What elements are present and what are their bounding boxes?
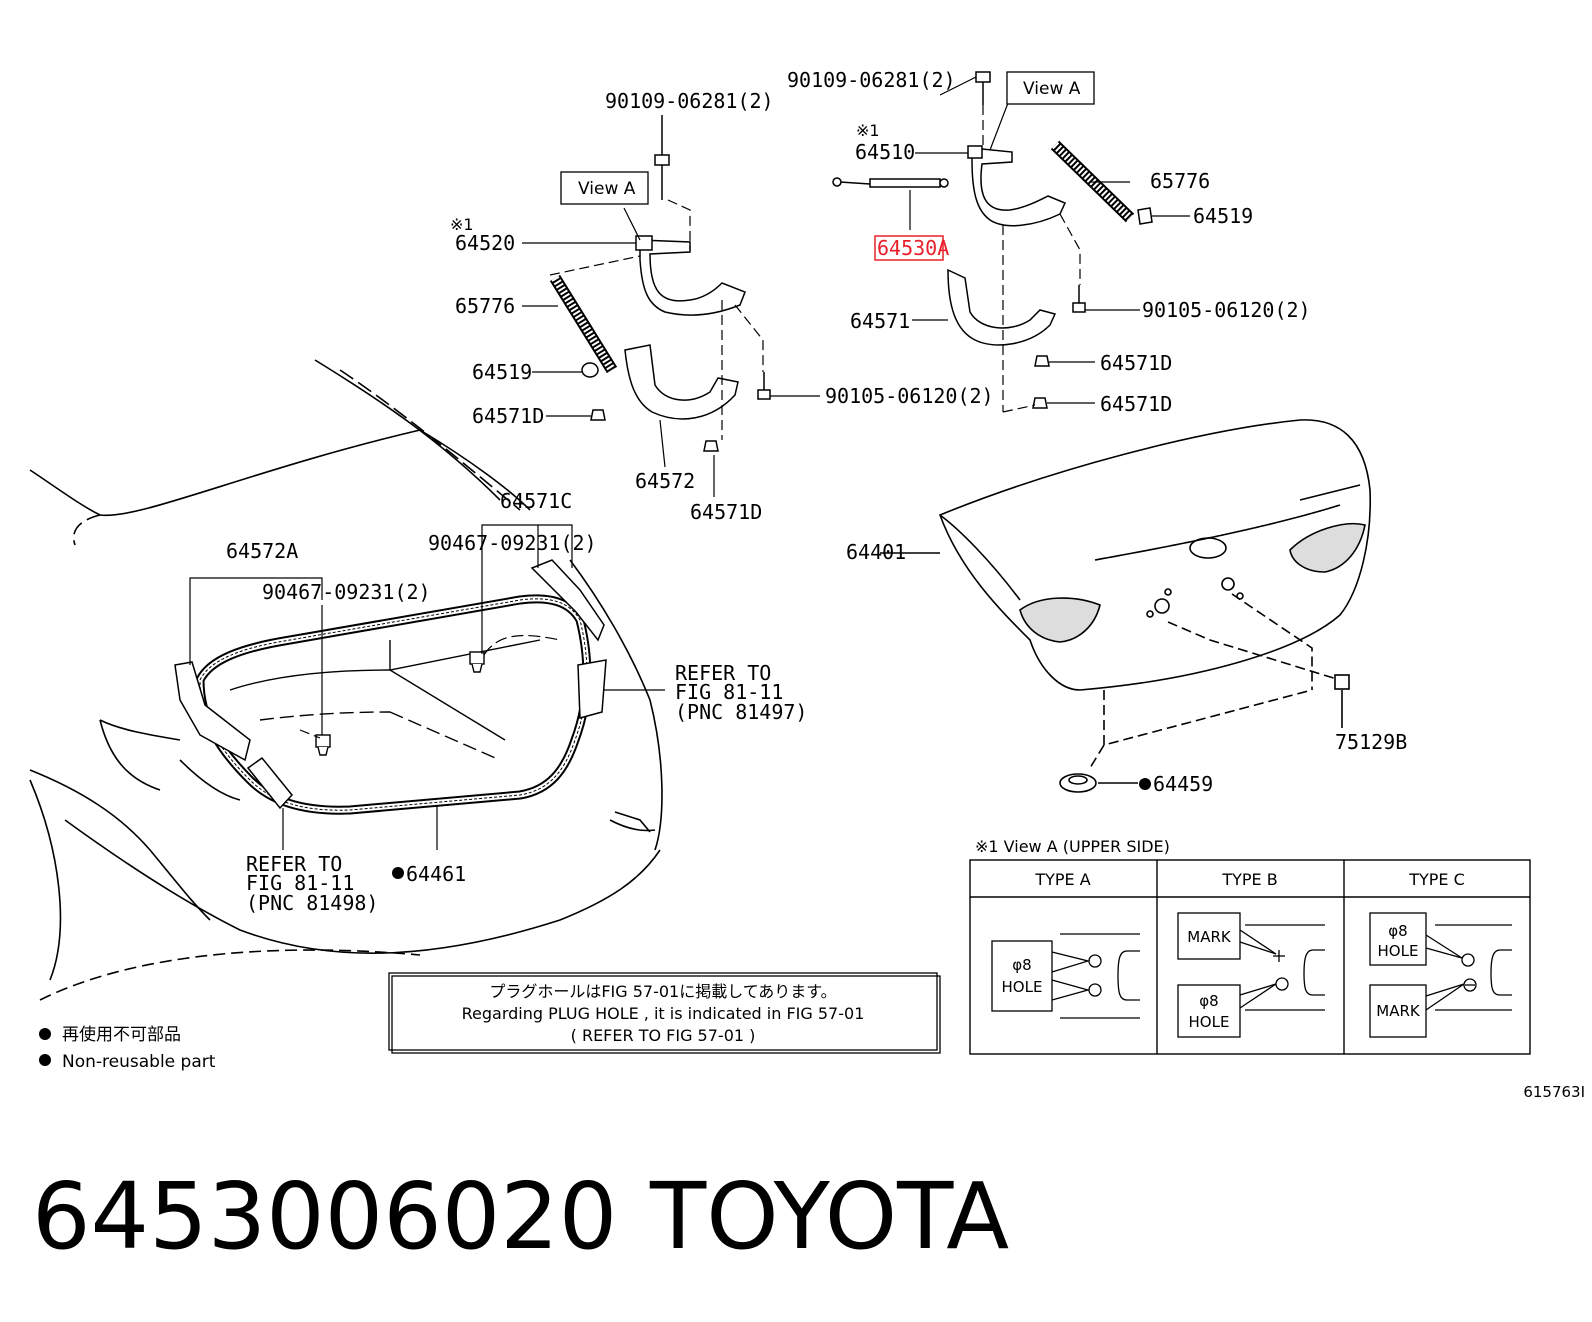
clip-90467-left <box>315 734 331 756</box>
label-64571c: 64571C <box>500 489 572 513</box>
label-64519-left: 64519 <box>472 360 532 384</box>
type-c-mark: MARK <box>1376 1002 1421 1020</box>
trim-64571c-right <box>530 559 607 719</box>
label-refer-right-3: (PNC 81497) <box>675 700 807 724</box>
label-64530a: 64530A <box>877 236 949 260</box>
label-90105-left: 90105-06120(2) <box>825 384 994 408</box>
label-64520: 64520 <box>455 231 515 255</box>
type-c-hole: HOLE <box>1378 942 1419 960</box>
label-64571: 64571 <box>850 309 910 333</box>
label-65776-left: 65776 <box>455 294 515 318</box>
label-refer-right-2: FIG 81-11 <box>675 680 783 704</box>
label-view-a-left: View A <box>578 179 636 199</box>
type-b-cell <box>1177 912 1325 1038</box>
note-refer: ( REFER TO FIG 57-01 ) <box>571 1026 756 1045</box>
label-90105-right: 90105-06120(2) <box>1142 298 1311 322</box>
plug-hole-note: プラグホールはFIG 57-01に掲載してあります。 Regarding PLU… <box>388 972 941 1054</box>
type-b-hole: HOLE <box>1189 1013 1230 1031</box>
figure-id: 615763I <box>1523 1083 1585 1101</box>
label-90467-right: 90467-09231(2) <box>428 531 597 555</box>
label-65776-right: 65776 <box>1150 169 1210 193</box>
footer-brand: TOYOTA <box>649 1163 1009 1270</box>
label-64571d-right1: 64571D <box>1100 351 1172 375</box>
label-64571d-left: 64571D <box>472 404 544 428</box>
car-body-drawing <box>29 359 663 1001</box>
label-64571d-right2: 64571D <box>1100 392 1172 416</box>
footer-part-number: 6453006020 <box>32 1163 617 1270</box>
type-b-mark: MARK <box>1187 928 1232 946</box>
leader-lines-right-hinge <box>909 76 1190 413</box>
view-a-box-right <box>1006 71 1095 105</box>
leader-lines-car <box>189 524 665 850</box>
label-64401: 64401 <box>846 540 906 564</box>
label-90467-left: 90467-09231(2) <box>262 580 431 604</box>
view-a-table: ※1 View A (UPPER SIDE) TYPE A TYPE B TYP… <box>969 837 1531 1055</box>
label-75129b: 75129B <box>1335 730 1407 754</box>
label-asterisk-left: ※1 <box>450 215 474 234</box>
highlight-box-64530a <box>874 235 944 261</box>
label-asterisk-right: ※1 <box>856 121 880 140</box>
label-refer-left-2: FIG 81-11 <box>246 871 354 895</box>
legend-dot-1 <box>39 1028 51 1040</box>
non-reusable-dot-64459 <box>1139 778 1151 790</box>
label-90109-left: 90109-06281(2) <box>605 89 774 113</box>
type-c-phi8: φ8 <box>1388 922 1407 940</box>
header-type-a: TYPE A <box>1034 870 1090 889</box>
trunk-weatherstrip-64461 <box>195 594 592 815</box>
label-64519-right: 64519 <box>1193 204 1253 228</box>
type-a-phi8: φ8 <box>1012 956 1031 974</box>
leader-lines-left-hinge <box>522 199 820 497</box>
label-refer-right-1: REFER TO <box>675 661 771 685</box>
view-a-caption: ※1 View A (UPPER SIDE) <box>975 837 1170 856</box>
legend-english: Non-reusable part <box>62 1052 216 1072</box>
view-a-box-left <box>560 171 649 205</box>
type-c-cell <box>1369 912 1512 1038</box>
legend-dot-2 <box>39 1054 51 1066</box>
trunk-lid-64401 <box>880 419 1372 793</box>
label-64571d-bottom: 64571D <box>690 500 762 524</box>
label-64572a: 64572A <box>226 539 298 563</box>
callout-labels: 90109-06281(2) 90109-06281(2) View A Vie… <box>226 68 1407 915</box>
trim-64572a-left <box>174 661 293 810</box>
label-64510: 64510 <box>855 140 915 164</box>
type-a-hole: HOLE <box>1002 978 1043 996</box>
label-refer-left-3: (PNC 81498) <box>246 891 378 915</box>
label-64572: 64572 <box>635 469 695 493</box>
non-reusable-dot-64461 <box>392 867 404 879</box>
label-refer-left-1: REFER TO <box>246 852 342 876</box>
label-64461: 64461 <box>406 862 466 886</box>
type-a-cell <box>991 933 1140 1019</box>
header-type-c: TYPE C <box>1408 870 1465 889</box>
note-japanese: プラグホールはFIG 57-01に掲載してあります。 <box>489 982 836 1001</box>
clip-90467-right <box>469 651 485 673</box>
label-view-a-right: View A <box>1023 79 1081 99</box>
type-b-phi8: φ8 <box>1199 992 1218 1010</box>
header-type-b: TYPE B <box>1221 870 1277 889</box>
legend-japanese: 再使用不可部品 <box>62 1024 181 1045</box>
label-90109-right: 90109-06281(2) <box>787 68 956 92</box>
label-64459: 64459 <box>1153 772 1213 796</box>
legend: 再使用不可部品 Non-reusable part <box>39 1024 216 1072</box>
hinge-assembly-left <box>549 115 771 452</box>
note-english: Regarding PLUG HOLE , it is indicated in… <box>462 1004 865 1023</box>
